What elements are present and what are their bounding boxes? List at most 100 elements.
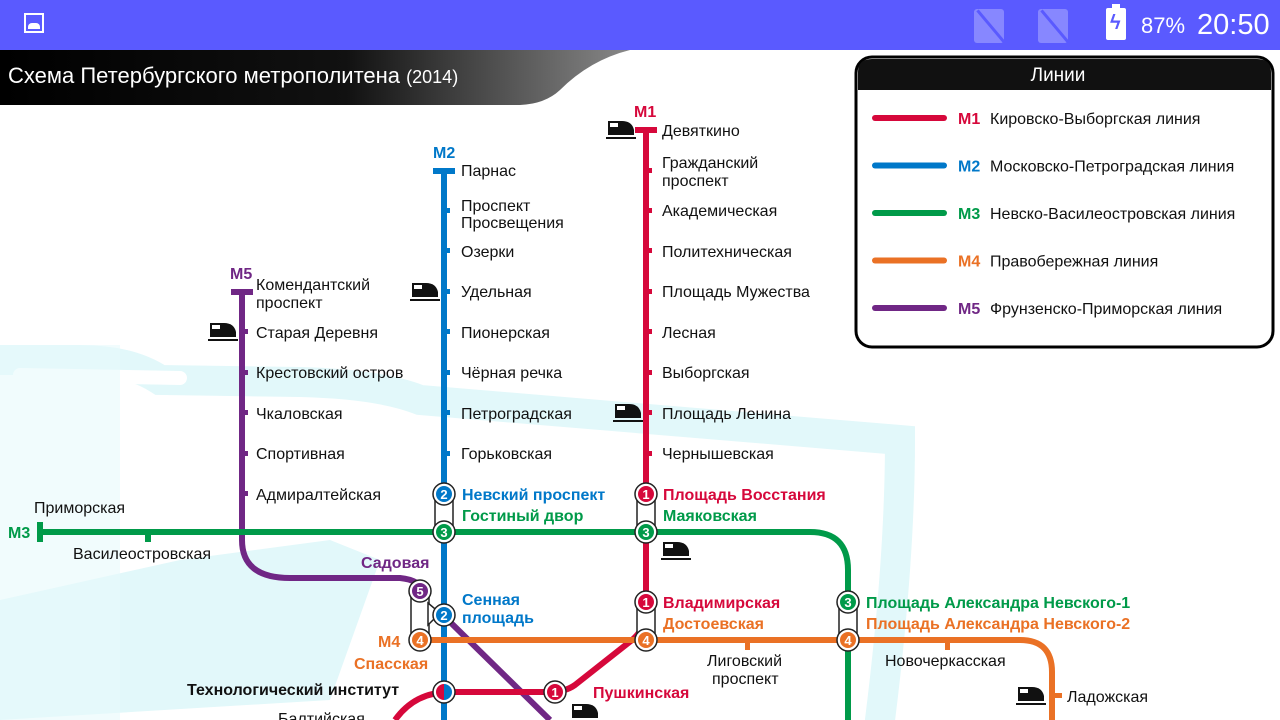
station: Девяткино: [662, 123, 740, 140]
station: проспект: [662, 173, 729, 190]
station: Спасская: [354, 656, 428, 673]
svg-text:1: 1: [551, 685, 558, 700]
metro-map[interactable]: Схема Петербургского метрополитена (2014…: [0, 50, 1280, 720]
station: Достоевская: [663, 616, 764, 633]
legend-name: Правобережная линия: [990, 254, 1158, 271]
station: Удельная: [461, 284, 532, 301]
train-icon: [1016, 687, 1046, 705]
svg-text:4: 4: [416, 633, 424, 648]
train-icon: [208, 323, 238, 341]
legend-header: Линии: [1031, 65, 1086, 86]
station: Новочеркасская: [885, 653, 1006, 670]
station: Владимирская: [663, 595, 780, 612]
station: Крестовский остров: [256, 365, 403, 382]
svg-text:4: 4: [844, 633, 852, 648]
station: Чёрная речка: [461, 365, 562, 382]
svg-text:3: 3: [844, 595, 851, 610]
station: Озерки: [461, 244, 514, 261]
transfer-circle[interactable]: 1: [634, 482, 658, 506]
station: площадь: [462, 610, 534, 627]
legend-name: Невско-Василеостровская линия: [990, 206, 1235, 223]
transfer-circle[interactable]: 1: [543, 680, 567, 704]
legend-name: Московско-Петроградская линия: [990, 159, 1234, 176]
legend-code: M2: [958, 159, 980, 176]
station: Садовая: [361, 555, 429, 572]
transfer-circle[interactable]: 4: [408, 628, 432, 652]
svg-text:3: 3: [642, 525, 649, 540]
station: Технологический институт: [187, 682, 399, 699]
station: Комендантский: [256, 277, 370, 294]
railway-station-icons: [208, 121, 1046, 718]
legend-name: Фрунзенско-Приморская линия: [990, 301, 1222, 318]
station: Балтийская: [278, 711, 365, 720]
title-band: [0, 50, 630, 105]
station: Площадь Ленина: [662, 406, 791, 423]
station: Пионерская: [461, 325, 550, 342]
svg-text:2: 2: [440, 608, 447, 623]
battery-percent: 87%: [1141, 13, 1186, 38]
station: Горьковская: [461, 446, 552, 463]
transfer-circle[interactable]: 2: [432, 603, 456, 627]
station: Гражданский: [662, 155, 758, 172]
train-icon: [606, 121, 636, 139]
station: проспект: [712, 671, 779, 688]
transfer-circle[interactable]: 1: [634, 590, 658, 614]
svg-text:3: 3: [440, 525, 447, 540]
legend-code: M1: [958, 111, 980, 128]
svg-text:2: 2: [440, 487, 447, 502]
station: Невский проспект: [462, 487, 605, 504]
station: Просвещения: [461, 215, 564, 232]
station: Площадь Александра Невского-2: [866, 616, 1130, 633]
legend-item-m2: M2 Московско-Петроградская линия: [872, 159, 1234, 176]
station: Пушкинская: [593, 685, 689, 702]
transfer-circle[interactable]: 3: [634, 520, 658, 544]
station: Площадь Восстания: [663, 487, 826, 504]
line-code-m4: M4: [378, 634, 400, 651]
transfer-circle[interactable]: 2: [432, 482, 456, 506]
station-ticks: [37, 127, 1062, 698]
station: Выборгская: [662, 365, 750, 382]
map-title: Схема Петербургского метрополитена (2014…: [8, 63, 458, 88]
transfer-circle[interactable]: 3: [432, 520, 456, 544]
station: Адмиралтейская: [256, 487, 381, 504]
station: Площадь Мужества: [662, 284, 810, 301]
station: Петроградская: [461, 406, 572, 423]
legend-code: M5: [958, 301, 980, 318]
line-code-m2: M2: [433, 145, 455, 162]
svg-text:1: 1: [642, 595, 649, 610]
station: Чкаловская: [256, 406, 343, 423]
station: Парнас: [461, 163, 516, 180]
transfer-circle[interactable]: 4: [634, 628, 658, 652]
station: Политехническая: [662, 244, 792, 261]
no-sim-icon: [974, 9, 1004, 43]
battery-charging-icon: ϟ: [1106, 4, 1126, 40]
train-icon: [613, 404, 643, 422]
station: Лиговский: [707, 653, 782, 670]
station: Василеостровская: [73, 546, 211, 563]
line-m3: [40, 529, 851, 720]
train-icon: [661, 542, 691, 560]
train-icon: [410, 283, 440, 301]
clock: 20:50: [1197, 9, 1270, 41]
station: Гостиный двор: [462, 508, 584, 525]
transfer-circle[interactable]: 5: [408, 579, 432, 603]
station: Спортивная: [256, 446, 345, 463]
line-code-m1: M1: [634, 104, 656, 121]
transfer-circle[interactable]: 4: [836, 628, 860, 652]
station: Проспект: [461, 198, 531, 215]
svg-text:1: 1: [642, 487, 649, 502]
transfer-circle[interactable]: 3: [836, 590, 860, 614]
station: Академическая: [662, 203, 777, 220]
line-code-m5: M5: [230, 266, 252, 283]
legend-code: M3: [958, 206, 980, 223]
station: Маяковская: [663, 508, 757, 525]
station: Старая Деревня: [256, 325, 378, 342]
station: Чернышевская: [662, 446, 774, 463]
station: Площадь Александра Невского-1: [866, 595, 1130, 612]
transfer-circle[interactable]: [432, 680, 456, 704]
svg-text:4: 4: [642, 633, 650, 648]
legend-name: Кировско-Выборгская линия: [990, 111, 1200, 128]
